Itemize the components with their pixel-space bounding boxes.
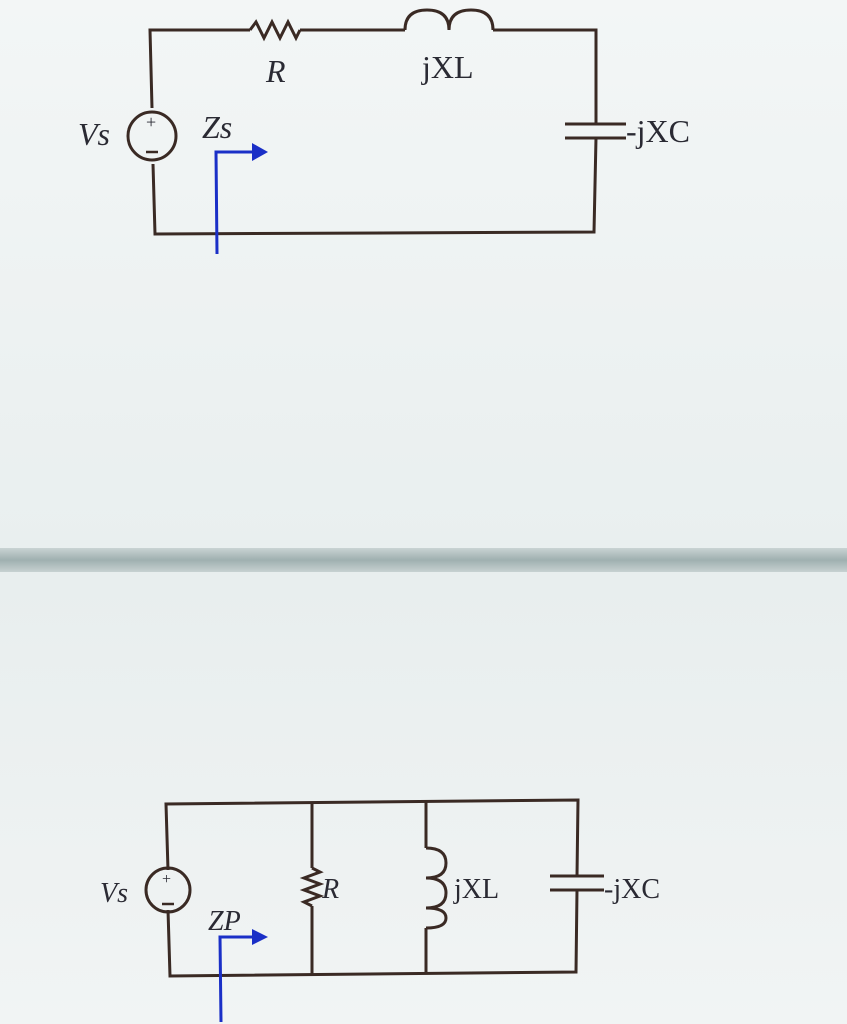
parallel-source-plus: +: [162, 871, 171, 888]
series-circuit-panel: [0, 0, 847, 548]
series-source-label: Vs: [78, 116, 110, 152]
series-inductor-label: jXL: [421, 49, 474, 85]
parallel-impedance-label: ZP: [208, 906, 241, 937]
parallel-bottom-wire: [166, 889, 579, 978]
series-impedance-arrow: [214, 150, 255, 255]
series-resistor-label: R: [265, 53, 286, 89]
parallel-circuit: + Vs R jXL -jXC ZP: [100, 798, 660, 1023]
panel-divider: [0, 548, 847, 572]
parallel-source-label: Vs: [100, 878, 128, 909]
series-impedance-arrowhead: [252, 143, 268, 161]
series-top-left-wire: [148, 28, 250, 109]
series-resistor-symbol: [248, 18, 302, 42]
series-right-wire: [493, 28, 598, 124]
series-impedance-label: Zs: [202, 109, 232, 145]
series-capacitor-label: -jXC: [626, 113, 690, 149]
parallel-inductor-label: jXL: [453, 874, 499, 905]
parallel-circuit-panel: [0, 572, 847, 1024]
parallel-resistor-label: R: [321, 874, 339, 905]
series-voltage-source: [126, 110, 178, 162]
series-source-plus: +: [146, 112, 156, 132]
parallel-voltage-source: [144, 866, 192, 914]
parallel-resistor-symbol: [299, 866, 325, 908]
series-inductor-symbol: [403, 8, 495, 31]
parallel-inductor-symbol: [425, 846, 448, 930]
parallel-impedance-arrowhead: [252, 929, 268, 945]
parallel-capacitor-label: -jXC: [604, 874, 660, 905]
parallel-impedance-arrow: [218, 935, 255, 1023]
series-circuit: + Vs R jXL -jXC Zs: [78, 8, 690, 255]
parallel-top-wire: [164, 798, 580, 877]
series-bottom-wire: [151, 137, 598, 236]
